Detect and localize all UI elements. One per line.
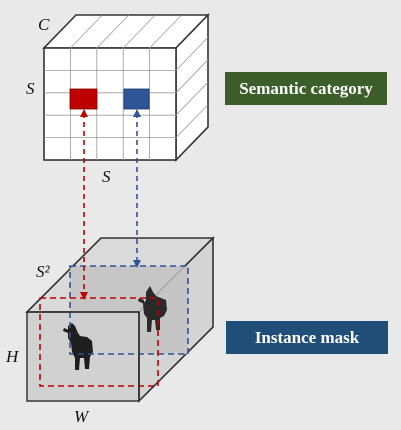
mask-depth-label: S² — [36, 262, 51, 281]
mask-outline-red — [39, 297, 159, 387]
grid-line-top — [70, 14, 103, 49]
mask-height-label: H — [5, 347, 20, 366]
instance-mask-box — [226, 321, 388, 354]
instance-mask-label: Instance mask — [255, 328, 360, 347]
alpaca-back-icon — [138, 286, 167, 332]
mask-cube — [25, 236, 215, 403]
grid-line-side — [175, 37, 209, 71]
grid-line-top — [122, 14, 156, 49]
grid-width-label: S — [102, 167, 111, 186]
grid-line-side — [175, 104, 209, 138]
mask-outline-blue — [69, 265, 189, 355]
grid-line-side — [175, 59, 209, 94]
mask-width-label: W — [74, 407, 90, 426]
grid-cell-blue — [123, 88, 150, 110]
grid-cell-red — [69, 88, 98, 110]
grid-lines — [44, 14, 209, 160]
alpaca-front-icon — [63, 323, 93, 370]
semantic-category-label: Semantic category — [239, 79, 373, 98]
grid-line-top — [149, 14, 182, 49]
grid-line-side — [175, 81, 209, 116]
semantic-category-box — [225, 72, 387, 105]
grid-line-top — [96, 14, 130, 49]
grid-depth-label: C — [38, 15, 50, 34]
grid-height-label: S — [26, 79, 35, 98]
grid-cube-front-face — [43, 47, 177, 161]
grid-cube — [42, 13, 210, 162]
